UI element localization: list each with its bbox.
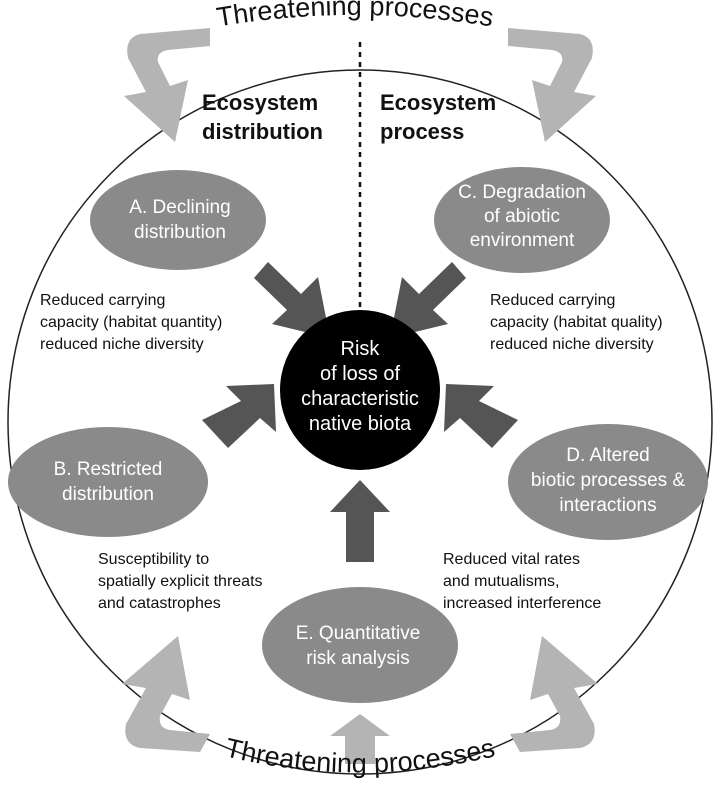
arrow-e-to-center	[330, 480, 390, 562]
node-b-restricted-distribution	[8, 427, 208, 537]
note-d-line1: Reduced vital rates	[443, 551, 580, 568]
node-e-line2: risk analysis	[306, 648, 409, 669]
note-b-line3: and catastrophes	[98, 595, 221, 612]
node-d-line3: interactions	[559, 495, 656, 516]
node-e-line1: E. Quantitative	[296, 623, 421, 644]
node-d-line1: D. Altered	[566, 445, 649, 466]
node-a-line1: A. Declining	[129, 197, 230, 218]
node-e-quantitative-risk	[262, 587, 458, 703]
note-b-line1: Susceptibility to	[98, 551, 209, 568]
note-c-line1: Reduced carrying	[490, 292, 615, 309]
note-d-line3: increased interference	[443, 595, 601, 612]
node-d-line2: biotic processes &	[531, 470, 686, 491]
note-c-line3: reduced niche diversity	[490, 336, 654, 353]
note-c-line2: capacity (habitat quality)	[490, 314, 663, 331]
node-c-line3: environment	[470, 230, 575, 251]
center-text-line2: of loss of	[320, 363, 400, 385]
arrow-b-to-center	[202, 384, 276, 448]
header-right-line2: process	[380, 119, 464, 144]
node-b-line1: B. Restricted	[54, 459, 163, 480]
note-a-line3: reduced niche diversity	[40, 336, 204, 353]
arrow-c-to-center	[390, 262, 466, 338]
center-risk-circle	[280, 310, 440, 470]
arrow-a-to-center	[254, 262, 330, 338]
center-text-line3: characteristic	[301, 388, 419, 410]
node-a-line2: distribution	[134, 222, 226, 243]
note-a-line1: Reduced carrying	[40, 292, 165, 309]
header-left-line1: Ecosystem	[202, 90, 318, 115]
arrow-d-to-center	[444, 384, 518, 448]
threat-label-top: Threatening processes	[214, 0, 495, 32]
node-b-line2: distribution	[62, 484, 154, 505]
threat-arrow-bottom-right	[510, 636, 598, 752]
threat-arrow-top-right	[508, 28, 596, 142]
node-d-altered-biotic	[508, 424, 708, 540]
note-d-line2: and mutualisms,	[443, 573, 560, 590]
note-b-line2: spatially explicit threats	[98, 573, 263, 590]
center-text-line1: Risk	[341, 338, 381, 360]
node-c-line2: of abiotic	[484, 206, 560, 227]
note-a-line2: capacity (habitat quantity)	[40, 314, 222, 331]
node-a-declining-distribution	[90, 170, 266, 270]
threat-arrow-bottom-center	[330, 714, 390, 764]
outer-circle	[7, 69, 713, 775]
node-c-line1: C. Degradation	[458, 182, 586, 203]
header-left-line2: distribution	[202, 119, 323, 144]
header-right-line1: Ecosystem	[380, 90, 496, 115]
threat-arrow-top-left	[124, 28, 210, 142]
threat-arrow-bottom-left	[122, 636, 210, 752]
center-text-line4: native biota	[309, 413, 412, 435]
node-c-degradation-abiotic	[434, 167, 610, 273]
